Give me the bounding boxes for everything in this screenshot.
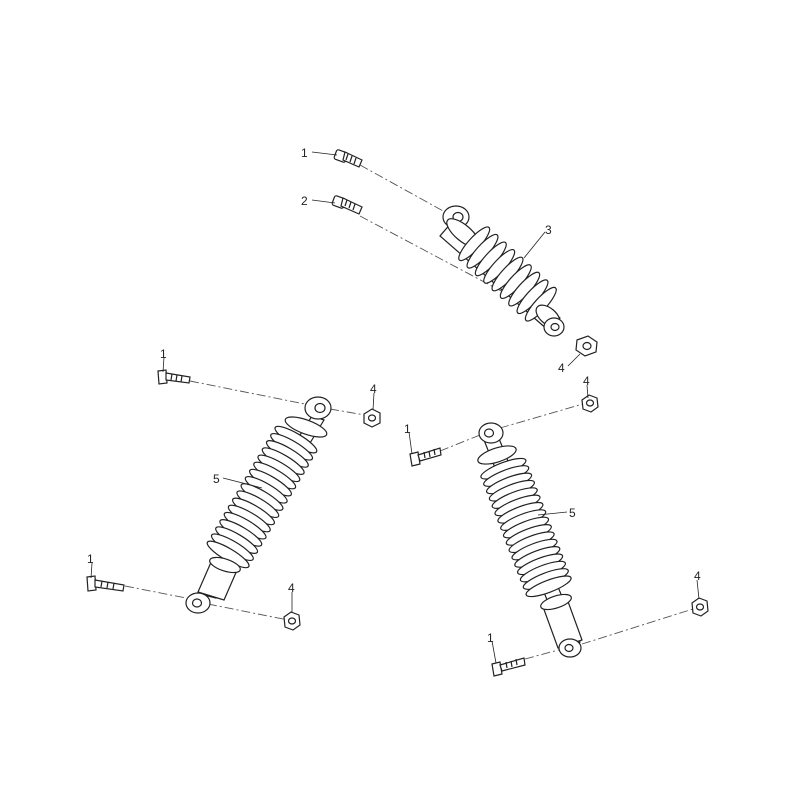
nut-part-4-top [575,335,598,357]
callout-part-5: 5 [213,472,220,486]
assembly-line [207,603,289,621]
callout-part-1: 1 [487,631,494,645]
callout-part-5: 5 [569,506,576,520]
callout-part-4: 4 [583,374,590,388]
right-shock-absorber [477,422,583,658]
callout-part-4: 4 [694,569,701,583]
bolt-part-1-top [333,149,363,168]
assembly-line [359,164,446,213]
assembly-line [499,403,584,429]
top-shock-absorber [439,205,565,337]
nut-part-4-right-top [581,394,599,413]
leader-lines [90,151,700,664]
callout-part-4: 4 [558,361,565,375]
assembly-line [329,408,366,416]
callout-part-1: 1 [160,347,167,361]
assembly-line [439,434,481,452]
left-shock-absorber [185,396,332,614]
callout-part-4: 4 [370,382,377,396]
nut-part-4-left-top [363,408,381,428]
bolt-part-1-left-bottom [86,575,125,592]
nut-part-4-left-bottom [283,611,301,631]
bolt-part-1-left-top [157,369,191,385]
callout-part-1: 1 [87,552,94,566]
callout-part-1: 1 [301,146,308,160]
bolt-part-1-right-top [409,447,442,467]
assembly-line [124,585,187,599]
bolt-part-1-right-bottom [491,657,526,677]
assembly-line [189,380,306,405]
assembly-line [359,215,553,319]
callout-part-1: 1 [404,422,411,436]
assembly-lines [124,164,694,660]
callout-labels: 1 2 3 4 1 4 5 1 4 1 4 5 4 1 [87,146,701,645]
callout-part-4: 4 [288,581,295,595]
nut-part-4-right-bottom [691,597,709,617]
assembly-line [581,608,694,645]
bolt-part-2 [331,195,363,215]
assembly-line [524,648,563,660]
spring-coil [525,575,572,598]
callout-part-3: 3 [545,223,552,237]
callout-part-2: 2 [301,194,308,208]
